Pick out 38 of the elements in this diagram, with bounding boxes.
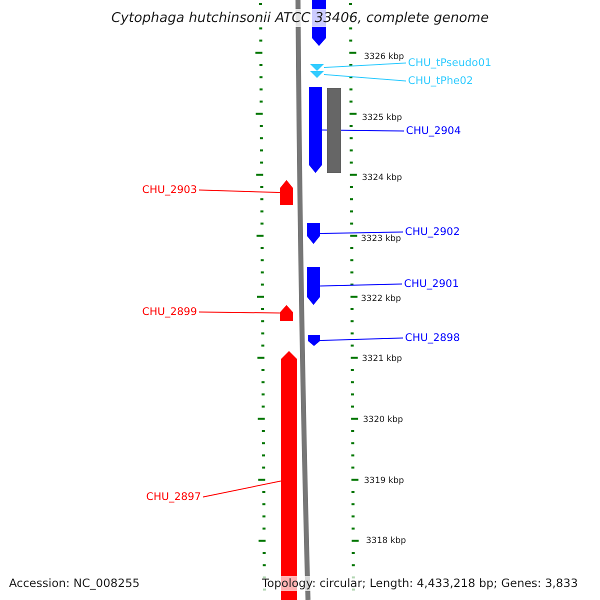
- trna-marker: [310, 64, 324, 71]
- leader-line: [320, 232, 404, 234]
- title: Cytophaga hutchinsonii ATCC 33406, complete genome: [111, 9, 489, 27]
- gene-label: CHU_tPseudo01: [408, 57, 492, 69]
- scale-label: 3319 kbp: [364, 476, 404, 486]
- gene-label: CHU_2903: [142, 184, 197, 196]
- leader-line: [202, 480, 282, 498]
- gene-feature: [327, 88, 341, 173]
- gene-feature: [280, 180, 293, 205]
- leader-line: [324, 74, 406, 82]
- gene-label: CHU_2897: [146, 491, 201, 503]
- scale-label: 3323 kbp: [361, 234, 402, 244]
- gene-label: CHU_tPhe02: [408, 75, 474, 87]
- gene-label: CHU_2901: [404, 278, 459, 290]
- gene-label: CHU_2898: [405, 332, 460, 344]
- leader-line: [198, 312, 280, 314]
- scale-label: 3321 kbp: [362, 354, 402, 364]
- gene-feature: [307, 267, 320, 305]
- genome-info: Topology: circular; Length: 4,433,218 bp; Genes: 3,833: [262, 576, 578, 591]
- scale-label: 3325 kbp: [362, 113, 402, 123]
- gene-label: CHU_2899: [142, 306, 197, 318]
- gene-feature: [309, 87, 322, 173]
- scale-label: 3322 kbp: [361, 294, 402, 304]
- trna-marker: [310, 71, 324, 78]
- leader-line: [320, 284, 402, 286]
- leader-line: [198, 190, 280, 193]
- gene-feature: [307, 223, 320, 244]
- scale-label: 3318 kbp: [366, 536, 406, 546]
- gene-label: CHU_2902: [405, 226, 460, 238]
- gene-feature: [308, 335, 320, 346]
- gene-feature: [280, 305, 293, 321]
- gene-label: CHU_2904: [406, 125, 461, 137]
- scale-label: 3326 kbp: [364, 52, 404, 62]
- leader-line: [320, 338, 404, 341]
- genome-info: Accession: NC_008255: [9, 576, 140, 591]
- leader-line: [324, 62, 406, 68]
- scale-label: 3324 kbp: [362, 173, 402, 183]
- scale-label: 3320 kbp: [363, 415, 404, 425]
